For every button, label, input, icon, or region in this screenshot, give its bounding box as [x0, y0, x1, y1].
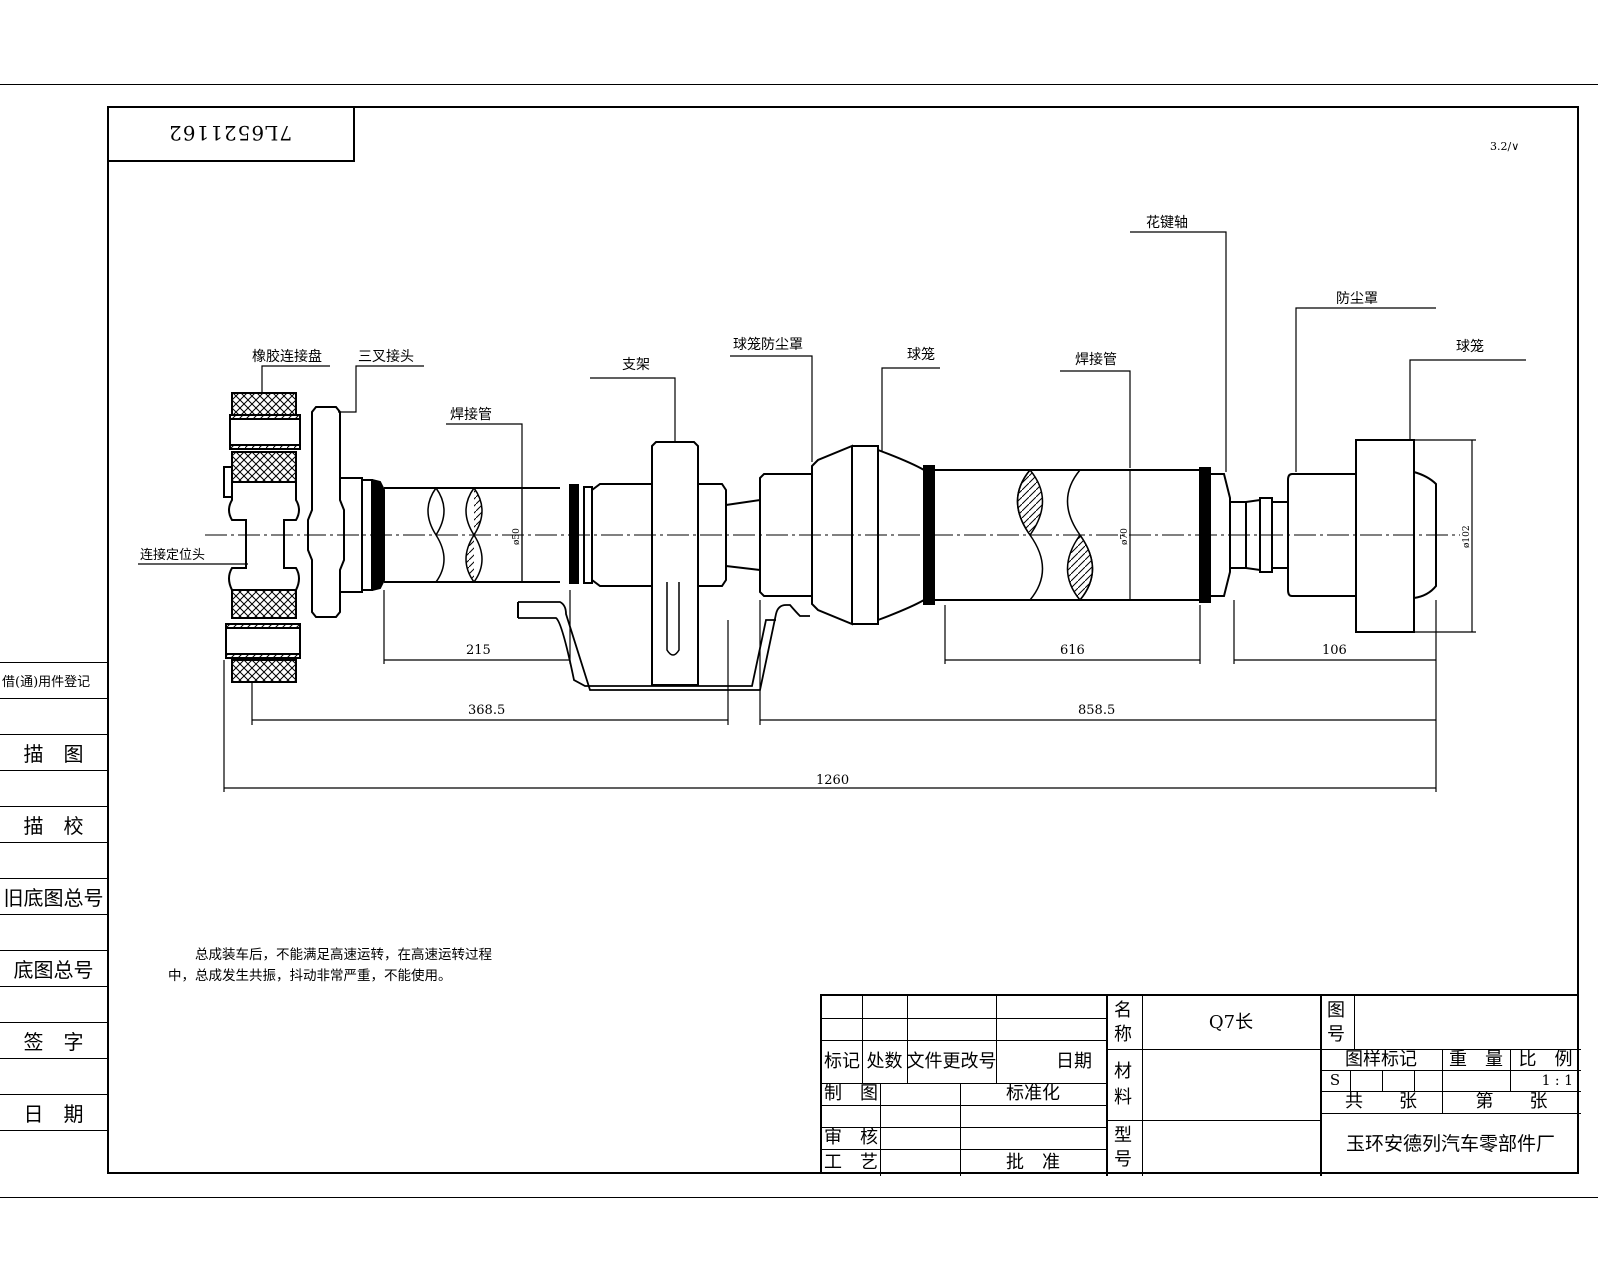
side-cell-old-base-no: 旧底图总号	[0, 878, 107, 914]
callout-boot-dust-cover: 球笼防尘罩	[733, 337, 803, 353]
side-cell-end	[0, 1130, 107, 1150]
tb-review: 审 核	[824, 1127, 878, 1148]
side-cell-tracing: 描 图	[0, 734, 107, 770]
side-cell-borrowed-parts: 借(通)用件登记	[0, 662, 107, 698]
tb-scale-value: 1 : 1	[1541, 1072, 1573, 1089]
callout-dust-cover: 防尘罩	[1336, 291, 1378, 307]
tb-sheet-no: 第 张	[1475, 1091, 1548, 1112]
tb-name-value: Q7长	[1208, 1011, 1254, 1033]
side-cell-blank	[0, 1058, 107, 1094]
side-cell-blank	[0, 698, 107, 734]
tb-date-header: 日期	[1056, 1051, 1092, 1072]
side-cell-base-no: 底图总号	[0, 950, 107, 986]
dimension-368-5: 368.5	[468, 703, 506, 718]
drawing-frame	[107, 106, 1579, 1174]
tb-doc-no-header: 文件更改号	[906, 1051, 997, 1072]
tb-drawn: 制 图	[824, 1083, 878, 1104]
dimension-106: 106	[1322, 643, 1347, 658]
tb-count-header: 处数	[866, 1051, 903, 1072]
dimension-215: 215	[466, 643, 491, 658]
surface-finish-symbol-icon: 3.2/∨	[1490, 140, 1520, 153]
tb-scale-label: 比 例	[1518, 1048, 1573, 1070]
callout-cv-joint-1: 球笼	[907, 347, 935, 363]
technical-note: 总成装车后，不能满足高速运转，在高速运转过程中，总成发生共振，抖动非常严重，不能…	[168, 947, 492, 984]
tb-sample-mark: 图样标记	[1345, 1048, 1417, 1070]
diameter-102: ø102	[1462, 525, 1472, 548]
diameter-50: ø50	[512, 528, 522, 545]
side-cell-date: 日 期	[0, 1094, 107, 1130]
tb-process: 工 艺	[824, 1151, 878, 1173]
part-code-box: 7L6521162	[107, 106, 355, 162]
callout-spline-shaft: 花键轴	[1146, 215, 1188, 231]
side-cell-blank	[0, 770, 107, 806]
tb-drawing-no-label: 图号	[1327, 999, 1345, 1045]
tb-material-label: 材料	[1114, 1060, 1132, 1108]
tb-sample-value: S	[1329, 1071, 1341, 1089]
tb-mark-header: 标记	[824, 1051, 860, 1072]
side-cell-signature: 签 字	[0, 1022, 107, 1058]
diameter-70: ø70	[1120, 528, 1130, 545]
side-registration-panel: 借(通)用件登记 描 图 描 校 旧底图总号 底图总号 签 字 日 期	[0, 662, 107, 1150]
tb-model-label: 型号	[1114, 1125, 1132, 1170]
side-cell-trace-check: 描 校	[0, 806, 107, 842]
tb-standardization: 标准化	[1006, 1083, 1060, 1104]
callout-weld-tube-1: 焊接管	[450, 407, 492, 423]
callout-rubber-coupling: 橡胶连接盘	[252, 349, 322, 365]
tb-approve: 批 准	[1006, 1151, 1060, 1173]
callout-tripod-joint: 三叉接头	[358, 349, 414, 365]
tb-name-label: 名称	[1114, 999, 1132, 1045]
side-cell-blank	[0, 842, 107, 878]
dimension-1260: 1260	[816, 773, 850, 788]
drawing-sheet	[0, 84, 1598, 1198]
callout-weld-tube-2: 焊接管	[1075, 352, 1117, 368]
callout-bracket: 支架	[622, 357, 650, 373]
dimension-616: 616	[1060, 643, 1085, 658]
side-cell-blank	[0, 986, 107, 1022]
side-cell-blank	[0, 914, 107, 950]
tb-total-sheets: 共 张	[1345, 1091, 1417, 1112]
dimension-858-5: 858.5	[1078, 703, 1116, 718]
callout-locating-head: 连接定位头	[140, 548, 206, 563]
tb-company: 玉环安德列汽车零部件厂	[1345, 1133, 1555, 1155]
title-block: 标记 处数 文件更改号 日期 制 图 标准化 审 核 工 艺 批 准 名称 Q7…	[820, 994, 1581, 1176]
tb-weight: 重 量	[1449, 1048, 1503, 1070]
callout-cv-joint-2: 球笼	[1456, 339, 1484, 355]
